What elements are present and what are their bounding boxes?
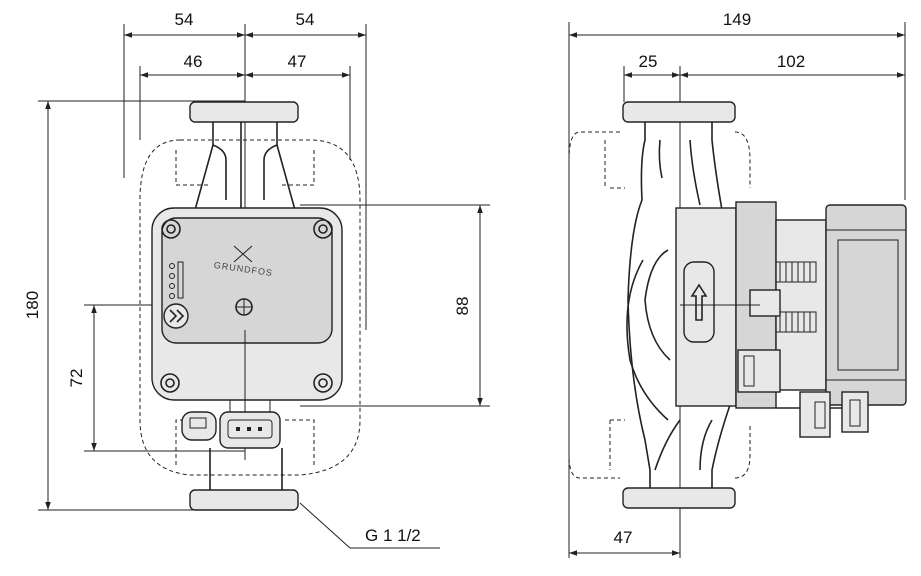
dim-height-head: 88 bbox=[453, 297, 472, 316]
side-view: 149 25 102 47 bbox=[568, 10, 907, 558]
dim-side-right: 102 bbox=[777, 52, 805, 71]
side-top-flange bbox=[622, 101, 736, 123]
front-dashed-outline bbox=[139, 139, 361, 476]
dim-height-total: 180 bbox=[23, 291, 42, 319]
bottom-flange bbox=[189, 489, 299, 511]
front-view: 54 54 46 47 180 72 88 bbox=[23, 10, 490, 549]
dim-height-center: 72 bbox=[67, 369, 86, 388]
flow-arrow-icon bbox=[690, 283, 708, 321]
dim-left-outer: 54 bbox=[175, 10, 194, 29]
dim-total-width: 149 bbox=[723, 10, 751, 29]
flow-arrow-plate bbox=[683, 261, 715, 343]
side-connector-upper bbox=[737, 349, 781, 393]
side-dashed-outline bbox=[568, 131, 620, 479]
dim-right-outer: 54 bbox=[296, 10, 315, 29]
cooling-fins bbox=[775, 261, 817, 333]
side-bottom-flange bbox=[622, 487, 736, 509]
dim-left-inner: 46 bbox=[184, 52, 203, 71]
signal-connector bbox=[181, 411, 217, 441]
dim-side-left: 25 bbox=[639, 52, 658, 71]
logo-mark-icon bbox=[233, 245, 253, 263]
thread-label: G 1 1/2 bbox=[365, 526, 421, 545]
dim-side-bottom: 47 bbox=[614, 528, 633, 547]
dim-right-inner: 47 bbox=[288, 52, 307, 71]
top-flange bbox=[189, 101, 299, 123]
